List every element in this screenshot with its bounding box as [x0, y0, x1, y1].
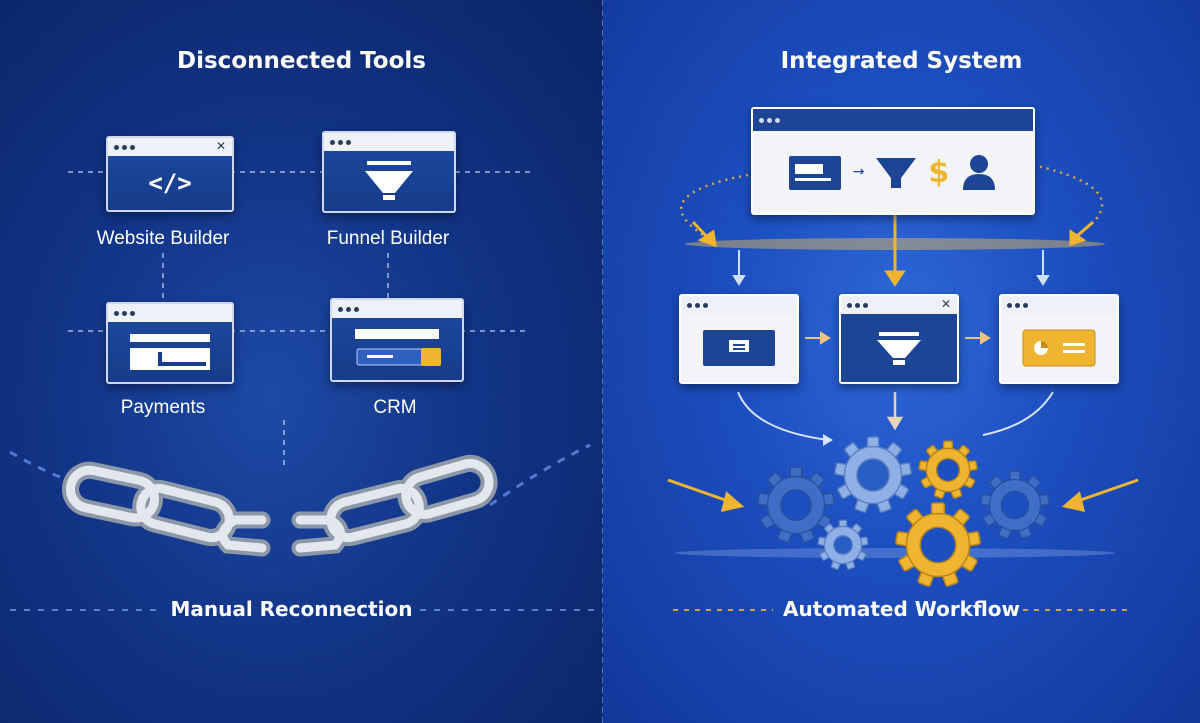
broken-chain-icon	[62, 454, 498, 557]
left-connectors	[9, 171, 600, 611]
user-icon	[963, 155, 996, 190]
tool-label-funnel-builder: Funnel Builder	[326, 228, 450, 249]
crm-window	[330, 298, 464, 382]
tool-label-crm: CRM	[373, 397, 417, 418]
arrow-icon: →	[852, 164, 865, 180]
stage-funnel-window: ✕	[839, 294, 959, 384]
code-icon: </>	[148, 169, 192, 197]
funnel-icon	[876, 158, 917, 188]
integrated-panel: Integrated System → $	[603, 0, 1200, 723]
crm-card-icon	[355, 329, 441, 366]
website-icon	[788, 156, 841, 190]
left-caption: Manual Reconnection	[170, 597, 413, 621]
funnel-icon	[877, 332, 921, 365]
gears-icon	[756, 436, 1051, 588]
right-title: Integrated System	[780, 48, 1023, 74]
tool-label-payments: Payments	[120, 397, 206, 418]
funnel-icon	[365, 161, 413, 200]
close-icon: ✕	[215, 139, 226, 153]
website-icon	[703, 330, 775, 366]
disconnected-panel: Disconnected Tools ✕ </> Website Builder…	[0, 0, 603, 723]
tool-label-website-builder: Website Builder	[96, 228, 230, 249]
payment-form-icon	[130, 334, 210, 370]
funnel-builder-window	[322, 131, 456, 213]
website-builder-window: ✕ </>	[106, 136, 234, 212]
stage-payment-window	[999, 294, 1119, 384]
dollar-icon: $	[928, 154, 950, 190]
close-icon: ✕	[940, 297, 951, 311]
left-title: Disconnected Tools	[177, 48, 426, 74]
right-caption: Automated Workflow	[782, 597, 1021, 621]
stage-website-window	[679, 294, 799, 384]
payment-card-icon	[1022, 329, 1096, 367]
payments-window	[106, 302, 234, 384]
integrated-dashboard-window: → $	[751, 107, 1035, 215]
right-connectors	[667, 163, 1139, 611]
